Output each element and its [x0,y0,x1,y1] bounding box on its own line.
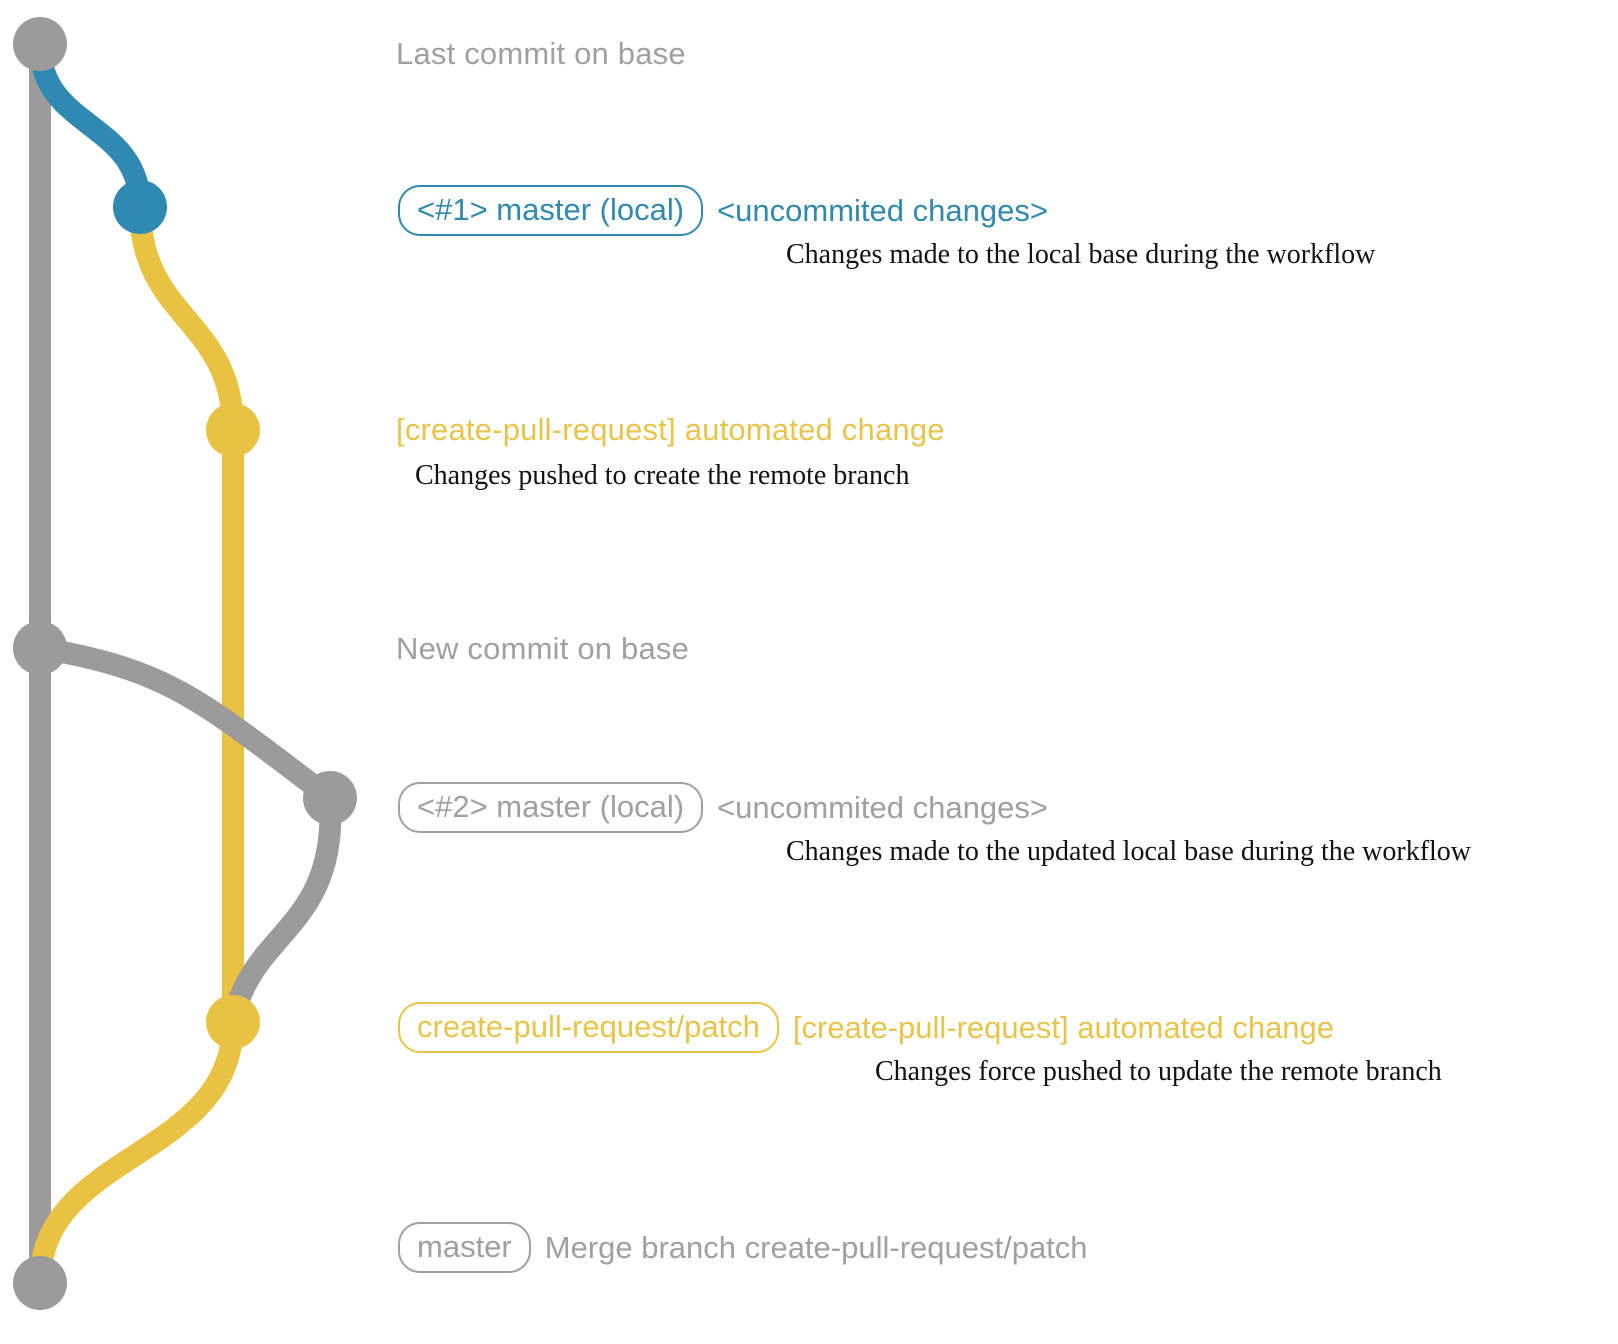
entry-patch-branch-force-push: create-pull-request/patch [create-pull-r… [398,1002,1334,1053]
description-local-uncommitted-1: Changes made to the local base during th… [786,239,1376,270]
label-new-commit-on-base: New commit on base [396,631,690,666]
commit-node-base-merge[interactable] [13,1256,67,1310]
commit-node-local-1[interactable] [113,180,167,234]
entry-local-uncommitted-1: <#1> master (local) <uncommited changes> [398,185,1048,236]
edge-basenew-to-local2 [29,637,341,809]
edge-base-to-local1 [29,33,151,218]
commit-node-base-new[interactable] [13,621,67,675]
ref-badge-master[interactable]: master [398,1222,531,1273]
commit-subject-patch-2: [create-pull-request] automated change [792,1010,1335,1045]
commit-subject-local-1: <uncommited changes> [717,193,1048,228]
edge-patch2-to-merge [29,1011,244,1294]
commit-node-base-last[interactable] [13,17,67,71]
edge-local2-to-patch2 [222,787,342,1033]
ref-badge-master-local-2[interactable]: <#2> master (local) [398,782,704,833]
entry-local-uncommitted-2: <#2> master (local) <uncommited changes> [398,782,1048,833]
commit-subject-local-2: <uncommited changes> [717,790,1048,825]
commit-node-local-2[interactable] [303,771,357,825]
commit-subject-master-merge: Merge branch create-pull-request/patch [544,1230,1088,1265]
commit-node-patch-2[interactable] [206,995,260,1049]
entry-master-merge: master Merge branch create-pull-request/… [398,1222,1088,1273]
description-patch-branch-force-push: Changes force pushed to update the remot… [875,1056,1442,1087]
label-automated-change-1: [create-pull-request] automated change [396,412,945,447]
ref-badge-master-local-1[interactable]: <#1> master (local) [398,185,704,236]
description-local-uncommitted-2: Changes made to the updated local base d… [786,836,1472,867]
label-last-commit-on-base: Last commit on base [396,36,686,71]
description-automated-change-1: Changes pushed to create the remote bran… [415,460,910,491]
ref-badge-create-pull-request-patch[interactable]: create-pull-request/patch [398,1002,779,1053]
edge-local1-to-patch1 [129,196,244,441]
commit-node-patch-1[interactable] [206,403,260,457]
